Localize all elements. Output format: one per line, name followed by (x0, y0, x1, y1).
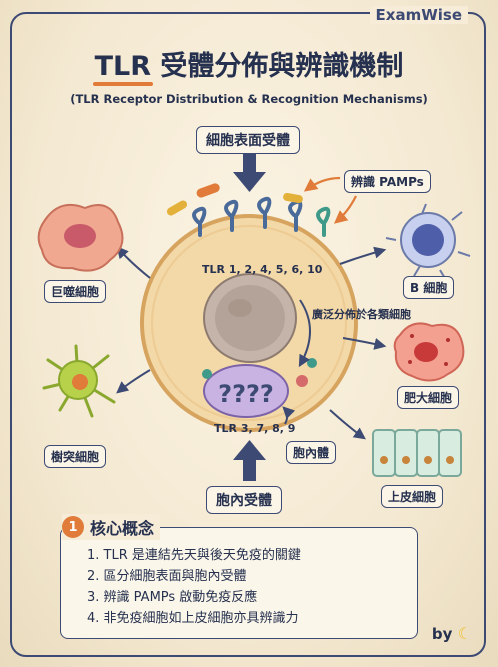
distribution-label: 廣泛分佈於各類細胞 (312, 308, 411, 321)
epithelial-icon (372, 429, 462, 477)
pamps-label: 辨識 PAMPs (344, 170, 431, 193)
page-subtitle: (TLR Receptor Distribution & Recognition… (70, 92, 428, 106)
core-concepts-box: 1. TLR 是連結先天與後天免疫的關鍵 2. 區分細胞表面與胞內受體 3. 辨… (60, 527, 418, 639)
core-number-badge: 1 (62, 516, 84, 538)
banana-icon: ☾ (457, 624, 472, 643)
svg-text:????: ???? (218, 380, 274, 408)
endosome-label: 胞內體 (286, 441, 337, 464)
list-item: 1. TLR 是連結先天與後天免疫的關鍵 (87, 548, 301, 563)
footer-signature: by ☾ (432, 624, 472, 643)
brand-logo: ExamWise (369, 6, 468, 24)
title-rest: 受體分佈與辨識機制 (151, 51, 404, 82)
bacteria-icon (166, 183, 303, 216)
tlr-endosome-label: TLR 3, 7, 8, 9 (214, 422, 296, 435)
title-tlr: TLR (92, 51, 154, 86)
page-title: TLR 受體分佈與辨識機制 (0, 44, 498, 86)
mast-icon (393, 322, 465, 382)
core-title: 核心概念 (90, 519, 155, 538)
bcell-icon (385, 203, 471, 281)
tlr-surface-label: TLR 1, 2, 4, 5, 6, 10 (202, 263, 323, 276)
macrophage-icon (37, 204, 124, 272)
macrophage-label: 巨噬細胞 (44, 280, 107, 303)
surface-receptor-label: 細胞表面受體 (196, 126, 300, 154)
list-item: 2. 區分細胞表面與胞內受體 (87, 569, 247, 584)
list-item: 4. 非免疫細胞如上皮細胞亦具辨識力 (87, 611, 299, 626)
intracellular-receptor-label: 胞內受體 (206, 486, 282, 514)
core-concepts-list: 1. TLR 是連結先天與後天免疫的關鍵 2. 區分細胞表面與胞內受體 3. 辨… (87, 545, 301, 629)
mast-label: 肥大細胞 (397, 386, 460, 409)
bcell-label: B 細胞 (403, 276, 455, 299)
by-text: by (431, 625, 453, 643)
surface-arrow (233, 152, 266, 192)
epithelial-label: 上皮細胞 (381, 485, 444, 508)
nucleus (203, 273, 297, 363)
poster-frame (10, 12, 486, 657)
core-concepts-header: 1 核心概念 (62, 514, 161, 540)
list-item: 3. 辨識 PAMPs 啟動免疫反應 (87, 590, 258, 605)
intracellular-arrow (233, 440, 266, 481)
dendritic-label: 樹突細胞 (44, 445, 107, 468)
endosome: ???? (203, 364, 289, 418)
